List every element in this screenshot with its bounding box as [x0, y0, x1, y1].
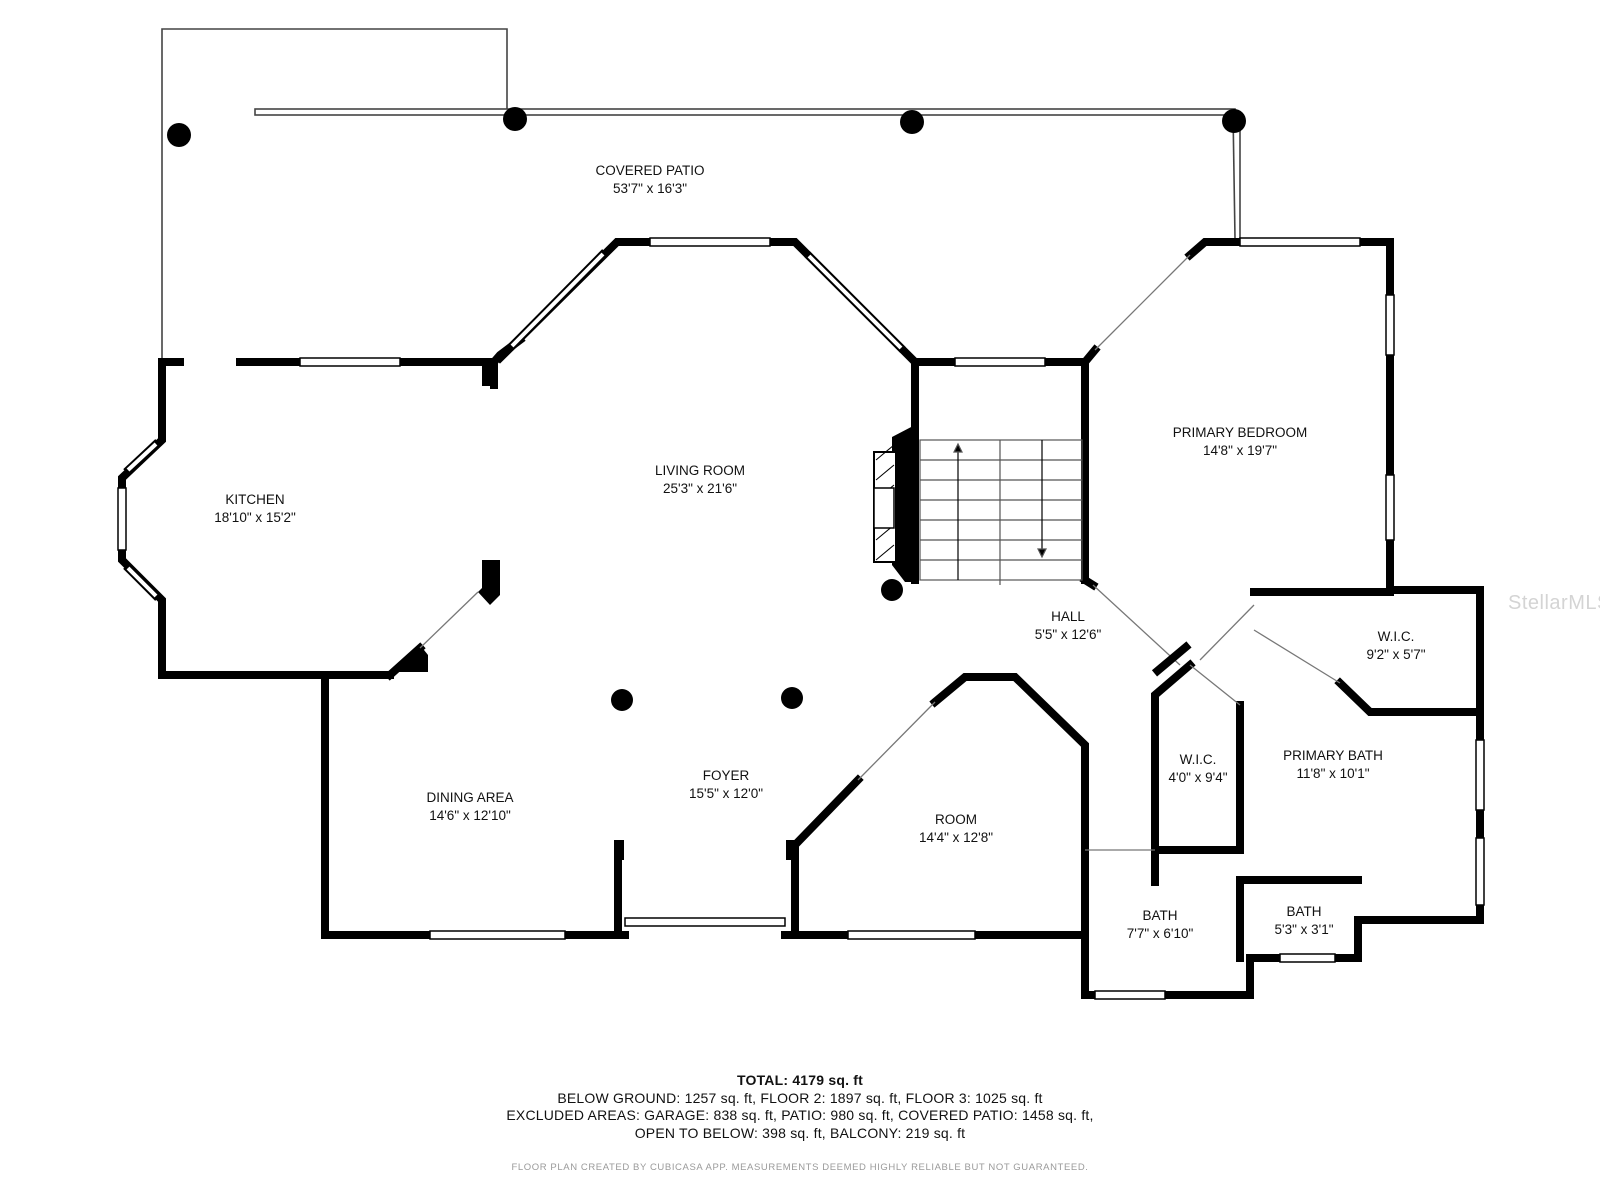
column [503, 107, 527, 131]
floor-breakdown: BELOW GROUND: 1257 sq. ft, FLOOR 2: 1897… [557, 1089, 1043, 1106]
room-dims: 5'5" x 12'6" [1034, 627, 1102, 642]
window [954, 357, 1046, 367]
excluded-areas-continued: OPEN TO BELOW: 398 sq. ft, BALCONY: 219 … [634, 1124, 966, 1141]
window [1094, 990, 1166, 1000]
room-name: LIVING ROOM [654, 463, 746, 478]
fireplace [873, 444, 897, 563]
window [1239, 237, 1361, 247]
column [881, 579, 903, 601]
column [1222, 109, 1246, 133]
window [649, 237, 771, 247]
window [1475, 837, 1485, 906]
column [167, 123, 191, 147]
room-name: BATH [1142, 908, 1178, 923]
room-label-room: ROOM 14'4" x 12'8" [919, 811, 993, 847]
columns [167, 107, 1246, 711]
room-label-primary-bedroom: PRIMARY BEDROOM 14'8" x 19'7" [1173, 424, 1308, 460]
total-area: TOTAL: 4179 sq. ft [737, 1072, 863, 1088]
room-dims: 7'7" x 6'10" [1126, 926, 1194, 941]
room-label-bath-small: BATH 5'3" x 3'1" [1274, 903, 1333, 939]
room-dims: 9'2" x 5'7" [1366, 647, 1426, 662]
wall-blocks [395, 360, 915, 860]
room-label-wic-upper: W.I.C. 9'2" x 5'7" [1366, 628, 1425, 664]
room-label-bath-main: BATH 7'7" x 6'10" [1127, 907, 1194, 943]
room-name: FOYER [702, 768, 750, 783]
room-name: BATH [1286, 904, 1322, 919]
room-name: PRIMARY BATH [1283, 748, 1383, 763]
room-label-foyer: FOYER 15'5" x 12'0" [689, 767, 763, 803]
window [624, 917, 786, 927]
room-name: ROOM [934, 812, 977, 827]
room-name: HALL [1051, 609, 1085, 624]
window [847, 930, 976, 940]
room-dims: 25'3" x 21'6" [662, 481, 738, 496]
room-label-covered-patio: COVERED PATIO 53'7" x 16'3" [595, 162, 704, 198]
room-label-primary-bath: PRIMARY BATH 11'8" x 10'1" [1283, 747, 1383, 783]
room-dims: 5'3" x 3'1" [1274, 922, 1334, 937]
room-name: W.I.C. [1377, 629, 1415, 644]
angled-windows [123, 249, 906, 601]
window [299, 357, 401, 367]
room-dims: 18'10" x 15'2" [214, 510, 296, 525]
angled-window-glass [126, 252, 903, 598]
area-summary: TOTAL: 4179 sq. ft BELOW GROUND: 1257 sq… [0, 1072, 1600, 1142]
window [429, 930, 566, 940]
walls [118, 238, 1484, 999]
watermark-logo: StellarMLS [1508, 592, 1600, 614]
room-dims: 14'8" x 19'7" [1202, 443, 1278, 458]
room-label-dining-area: DINING AREA 14'6" x 12'10" [426, 789, 513, 825]
room-dims: 11'8" x 10'1" [1296, 766, 1370, 781]
room-label-wic-lower: W.I.C. 4'0" x 9'4" [1168, 751, 1227, 787]
column [900, 110, 924, 134]
wall-block [1151, 641, 1192, 677]
room-label-hall: HALL 5'5" x 12'6" [1035, 608, 1102, 644]
room-name: W.I.C. [1179, 752, 1217, 767]
window [1475, 739, 1485, 811]
room-label-kitchen: KITCHEN 18'10" x 15'2" [214, 491, 296, 527]
room-dims: 4'0" x 9'4" [1168, 770, 1228, 785]
staircase [919, 439, 1083, 585]
windows [117, 237, 1485, 1000]
room-label-living-room: LIVING ROOM 25'3" x 21'6" [655, 462, 745, 498]
room-name: DINING AREA [426, 790, 514, 805]
room-dims: 15'5" x 12'0" [688, 786, 764, 801]
window [117, 487, 127, 551]
excluded-areas: EXCLUDED AREAS: GARAGE: 838 sq. ft, PATI… [506, 1107, 1094, 1123]
disclaimer: FLOOR PLAN CREATED BY CUBICASA APP. MEAS… [511, 1162, 1089, 1173]
column [611, 689, 633, 711]
room-dims: 14'4" x 12'8" [918, 830, 994, 845]
room-name: COVERED PATIO [595, 163, 705, 178]
window [1385, 474, 1395, 541]
room-dims: 14'6" x 12'10" [429, 808, 511, 823]
thin-walls [419, 254, 1341, 851]
room-name: PRIMARY BEDROOM [1172, 425, 1308, 440]
room-name: KITCHEN [225, 492, 285, 507]
window [1279, 953, 1336, 963]
window [1385, 294, 1395, 356]
column [781, 687, 803, 709]
room-dims: 53'7" x 16'3" [612, 181, 688, 196]
